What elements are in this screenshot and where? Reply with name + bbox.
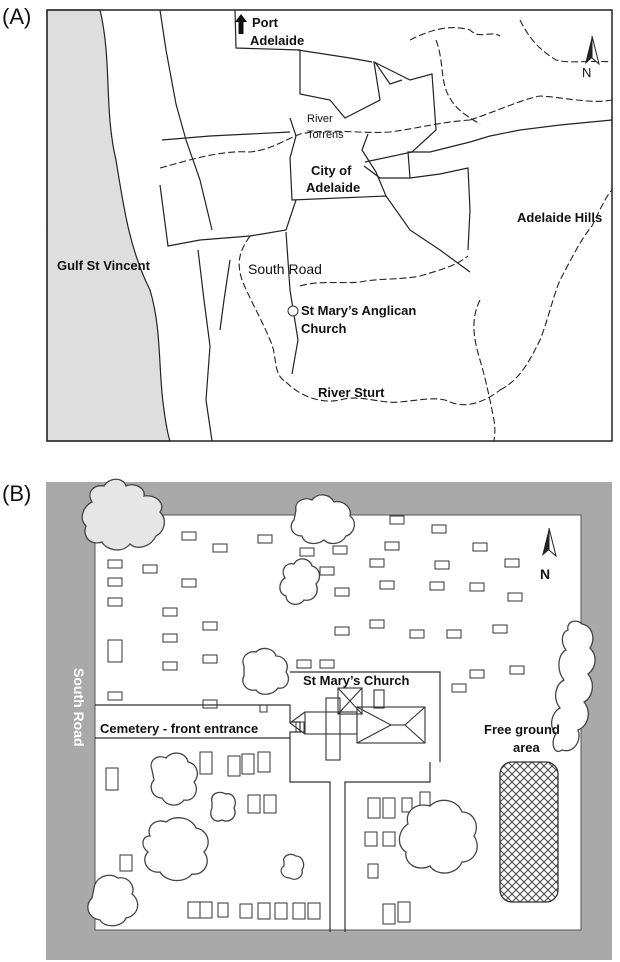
- map-a-frame: [46, 9, 613, 442]
- tree-right-column: [550, 620, 596, 753]
- tree-lower-right-large: [398, 799, 478, 874]
- label-hills: Adelaide Hills: [517, 210, 602, 225]
- label-port: Port: [252, 15, 279, 30]
- label-free-ground-2: area: [513, 740, 541, 755]
- label-gulf: Gulf St Vincent: [57, 258, 151, 273]
- tree-bottom-left: [87, 874, 139, 927]
- tree-large-topleft: [81, 478, 166, 551]
- label-church-2: Church: [301, 321, 347, 336]
- map-b: South Road: [46, 478, 612, 960]
- label-entrance: Cemetery - front entrance: [100, 721, 258, 736]
- map-a: N Port Adelaide River Torrens City of Ad…: [46, 9, 613, 442]
- north-label-a: N: [582, 65, 591, 80]
- label-south-road-b: South Road: [71, 668, 87, 747]
- label-south-road-a: South Road: [248, 261, 322, 277]
- label-city-2: Adelaide: [306, 180, 360, 195]
- label-church-1: St Mary’s Anglican: [301, 303, 416, 318]
- tree-small-upper: [279, 558, 321, 606]
- trees: [81, 478, 596, 927]
- label-river-sturt: River Sturt: [318, 385, 385, 400]
- panel-b-label: (B): [2, 481, 32, 506]
- council-boundaries: [159, 9, 613, 442]
- tree-top-middle: [290, 494, 356, 545]
- label-river-torrens-1: River: [307, 113, 333, 125]
- graves: [105, 515, 525, 925]
- tree-small-mid: [280, 853, 305, 880]
- label-port-adelaide: Adelaide: [250, 33, 304, 48]
- label-free-ground-1: Free ground: [484, 722, 560, 737]
- label-city-1: City of: [311, 163, 352, 178]
- tree-left-middle: [150, 752, 199, 806]
- north-arrow-a-icon: [585, 35, 600, 66]
- paths: [95, 671, 441, 932]
- north-arrow-b-icon: [542, 527, 557, 558]
- church-marker-icon: [287, 305, 299, 317]
- north-label-b: N: [540, 566, 550, 582]
- panel-a-label: (A): [2, 4, 32, 29]
- sea-area: [46, 9, 171, 442]
- river-lines: [159, 19, 613, 442]
- church-building: [289, 687, 426, 761]
- label-river-torrens-2: Torrens: [307, 129, 344, 141]
- tree-left-small: [210, 791, 236, 822]
- label-church-b: St Mary’s Church: [303, 673, 409, 688]
- up-arrow-icon: [235, 14, 247, 34]
- tree-lower-left-large: [142, 817, 209, 882]
- tree-near-church: [242, 647, 290, 695]
- free-ground-area: [499, 761, 559, 903]
